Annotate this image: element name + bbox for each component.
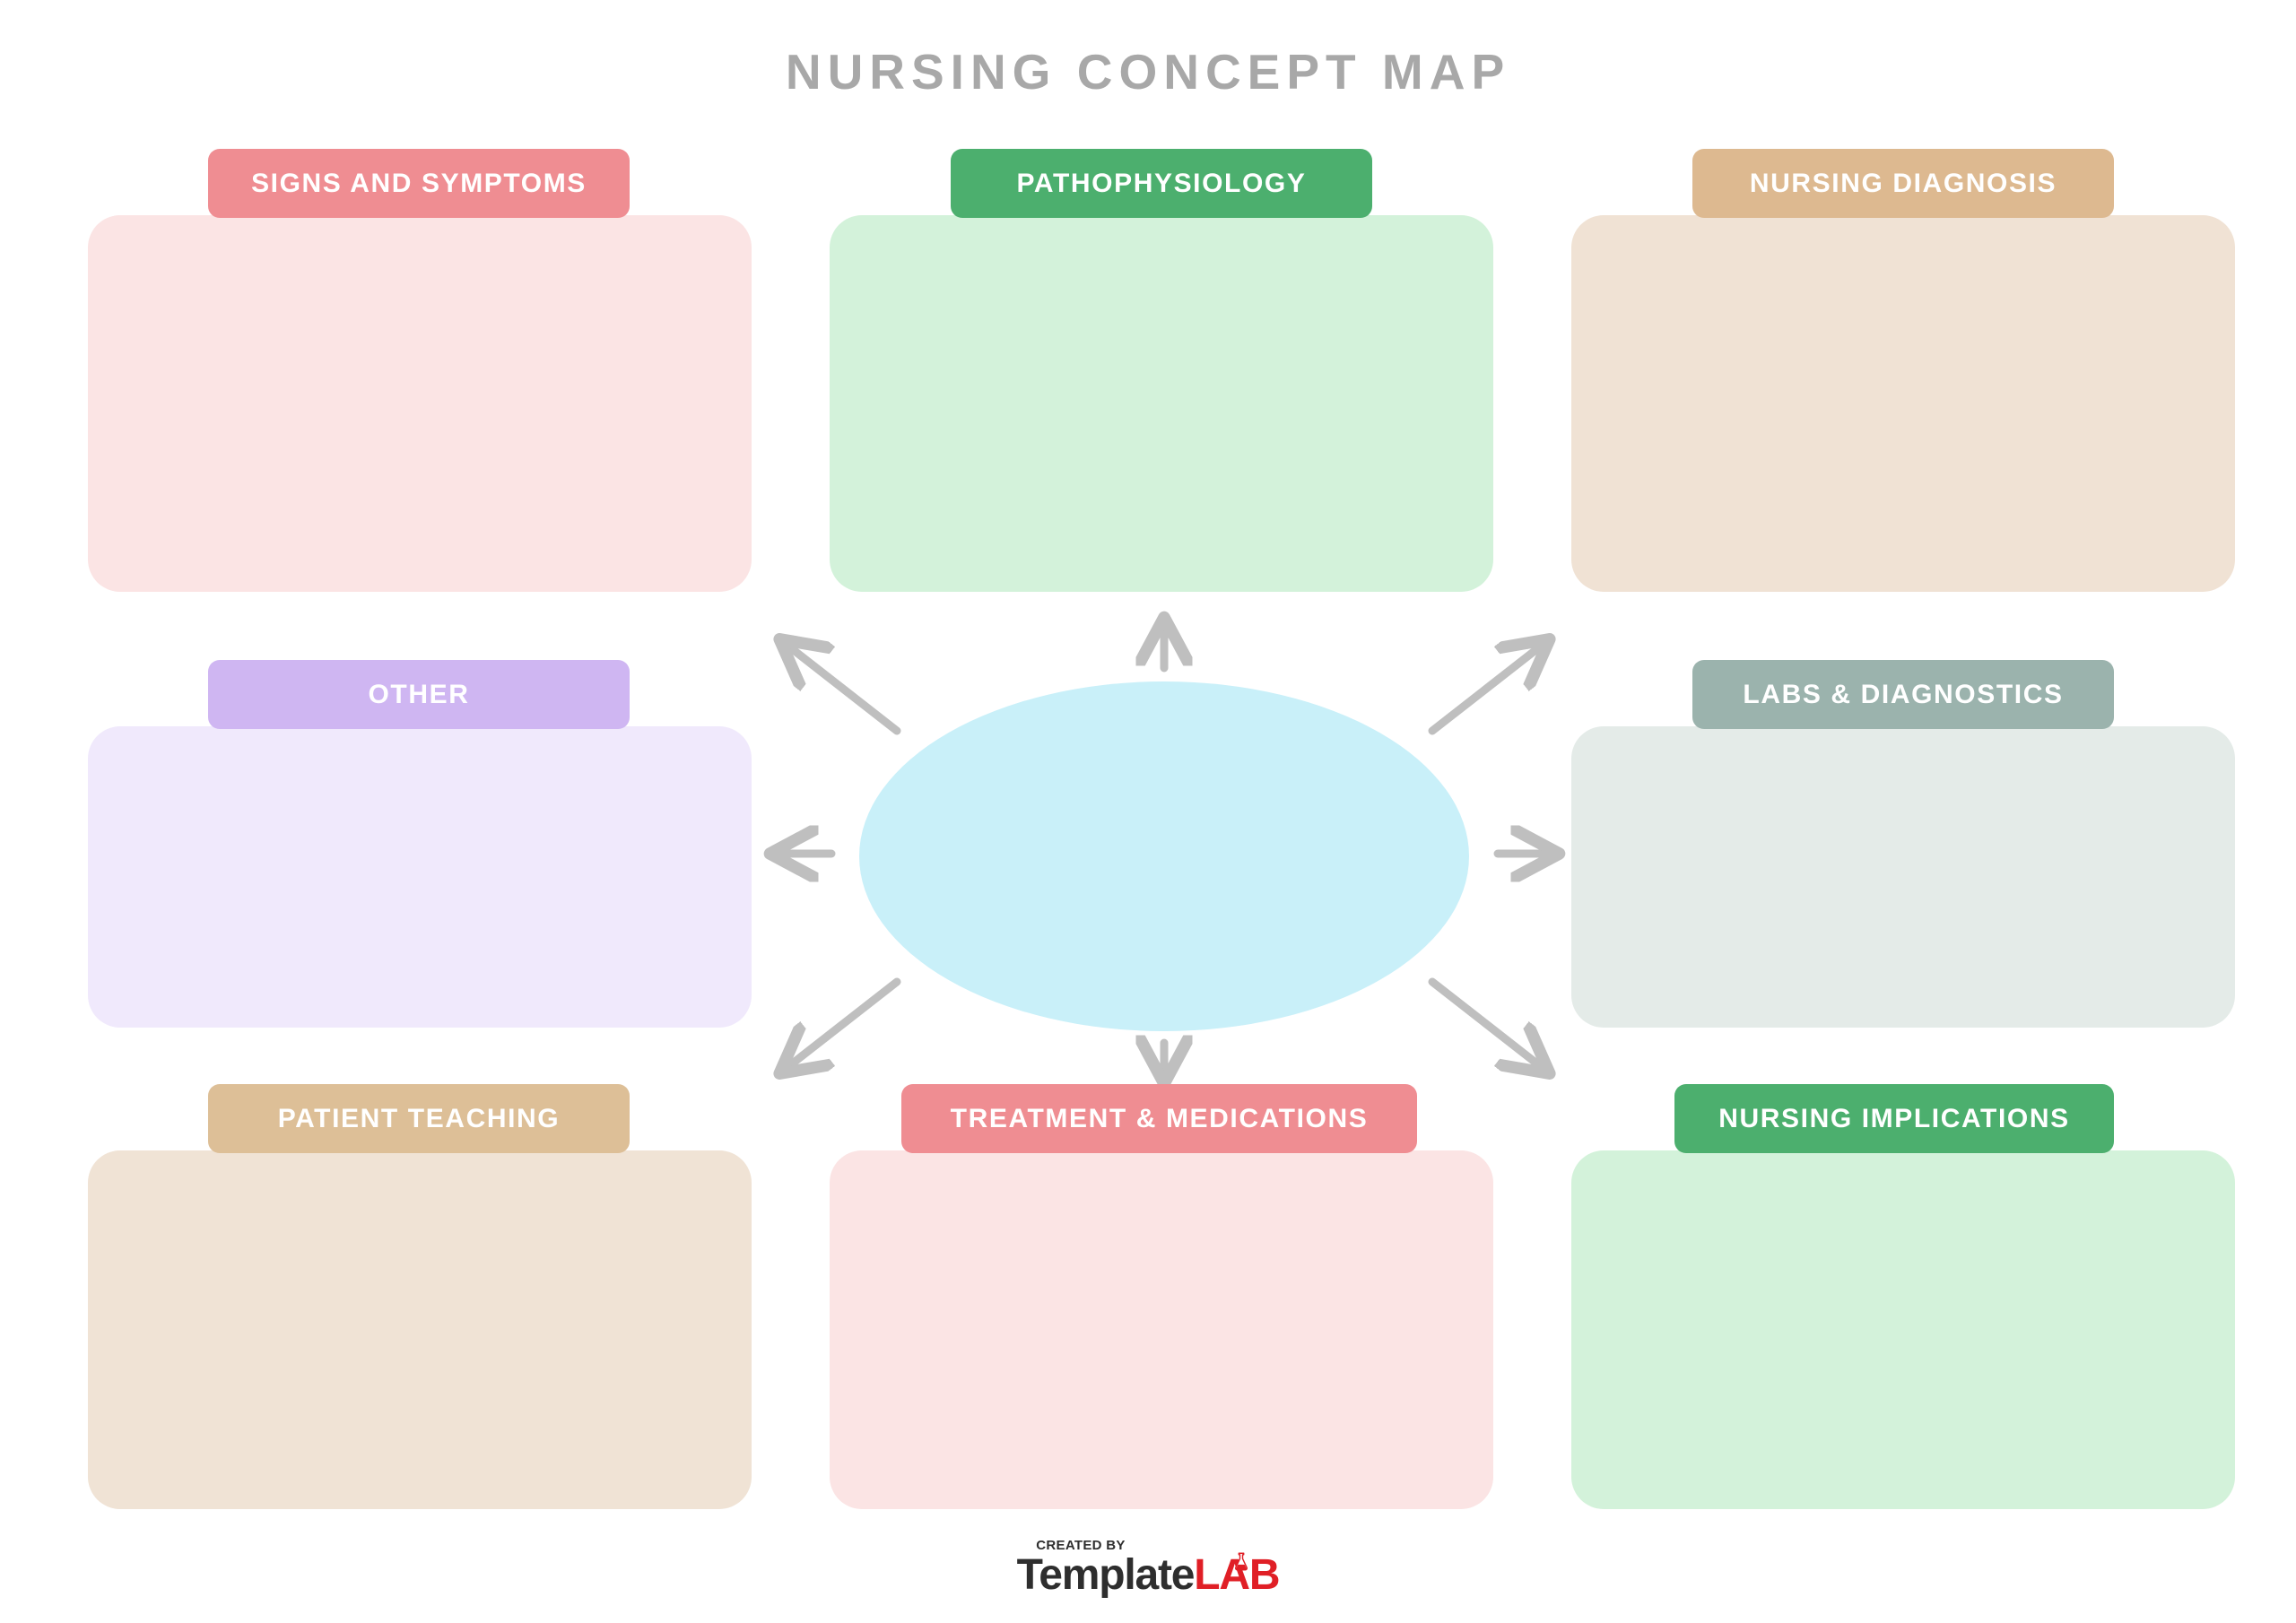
- card-body-pathophysiology[interactable]: [830, 215, 1493, 592]
- created-by-label: CREATED BY: [1036, 1538, 1126, 1553]
- card-signs-and-symptoms: SIGNS AND SYMPTOMS: [88, 149, 752, 592]
- arrow-up-right: [1428, 641, 1547, 735]
- card-body-nursing-diagnosis[interactable]: [1571, 215, 2235, 592]
- brand-lab-text: LAB: [1194, 1551, 1280, 1599]
- card-label-treatment-and-medications: TREATMENT & MEDICATIONS: [901, 1084, 1417, 1153]
- card-label-patient-teaching: PATIENT TEACHING: [208, 1084, 630, 1153]
- brand-name-template: Template: [1016, 1551, 1196, 1599]
- card-label-other: OTHER: [208, 660, 630, 729]
- arrow-down-right: [1428, 977, 1547, 1072]
- central-concept-ellipse[interactable]: [859, 681, 1469, 1031]
- card-patient-teaching: PATIENT TEACHING: [88, 1084, 752, 1509]
- card-body-other[interactable]: [88, 726, 752, 1028]
- card-pathophysiology: PATHOPHYSIOLOGY: [830, 149, 1493, 592]
- card-other: OTHER: [88, 660, 752, 1028]
- templatelab-logo: CREATED BY Template LAB: [0, 1539, 2296, 1597]
- page-title: NURSING CONCEPT MAP: [785, 44, 1511, 100]
- card-body-treatment-and-medications[interactable]: [830, 1150, 1493, 1509]
- arrow-down-left: [782, 977, 901, 1072]
- card-treatment-and-medications: TREATMENT & MEDICATIONS: [830, 1084, 1493, 1509]
- brand-name-lab: LAB: [1194, 1551, 1281, 1599]
- brand-wordmark: Template LAB: [1016, 1551, 1281, 1599]
- card-body-patient-teaching[interactable]: [88, 1150, 752, 1509]
- arrow-up-left: [782, 641, 901, 735]
- card-label-nursing-implications: NURSING IMPLICATIONS: [1674, 1084, 2114, 1153]
- card-nursing-implications: NURSING IMPLICATIONS: [1571, 1084, 2235, 1509]
- card-label-labs-and-diagnostics: LABS & DIAGNOSTICS: [1692, 660, 2114, 729]
- card-body-signs-and-symptoms[interactable]: [88, 215, 752, 592]
- card-body-labs-and-diagnostics[interactable]: [1571, 726, 2235, 1028]
- card-label-signs-and-symptoms: SIGNS AND SYMPTOMS: [208, 149, 630, 218]
- card-labs-and-diagnostics: LABS & DIAGNOSTICS: [1571, 660, 2235, 1028]
- card-label-nursing-diagnosis: NURSING DIAGNOSIS: [1692, 149, 2114, 218]
- flask-icon: [1235, 1552, 1248, 1571]
- card-body-nursing-implications[interactable]: [1571, 1150, 2235, 1509]
- card-label-pathophysiology: PATHOPHYSIOLOGY: [951, 149, 1372, 218]
- card-nursing-diagnosis: NURSING DIAGNOSIS: [1571, 149, 2235, 592]
